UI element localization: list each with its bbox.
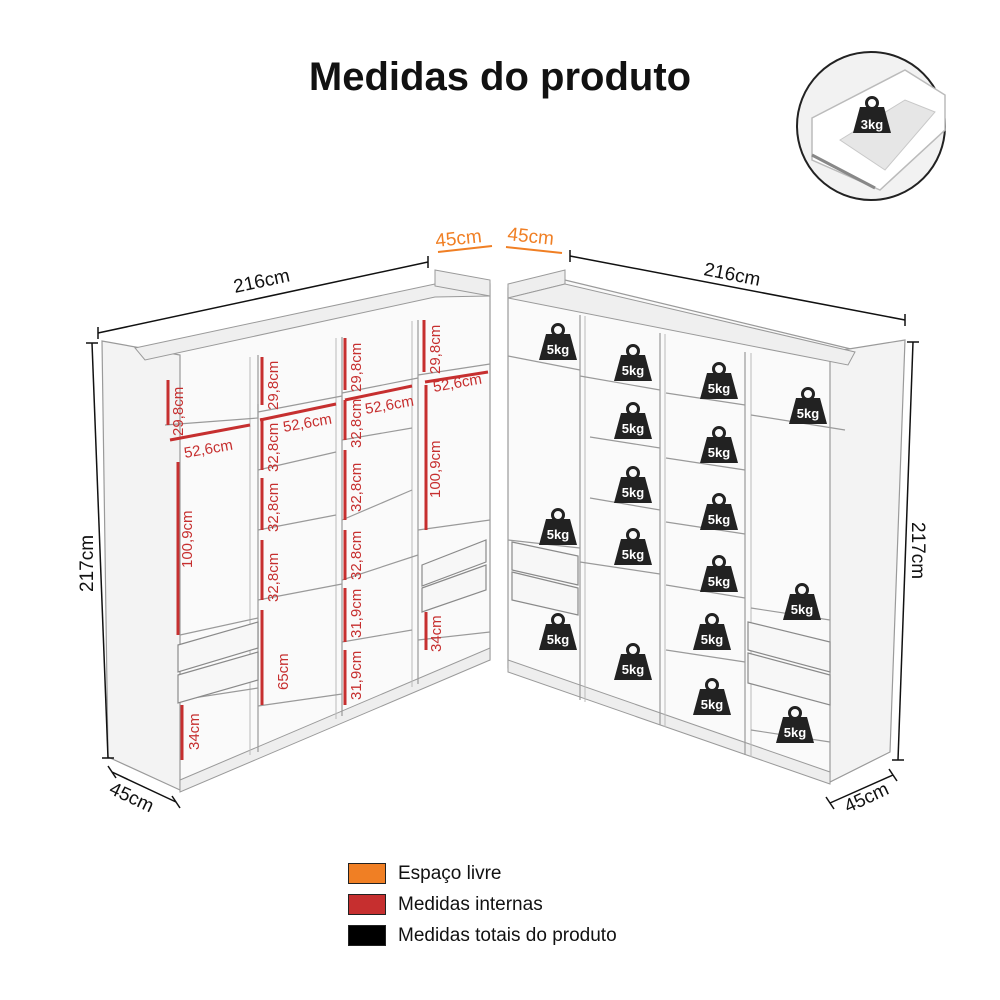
weight-label: 5kg [701, 632, 723, 647]
measure-bottom-4: 34cm [428, 615, 445, 652]
right-free-space-label: 45cm [506, 224, 554, 250]
weight-label: 5kg [622, 485, 644, 500]
weight-label: 5kg [622, 363, 644, 378]
measure-top-niche-1: 29,8cm [170, 387, 187, 436]
legend-label: Espaço livre [398, 862, 502, 884]
page-title: Medidas do produto [308, 55, 692, 99]
weight-label: 5kg [622, 421, 644, 436]
weight-label: 5kg [784, 725, 806, 740]
right-depth-label: 45cm [841, 779, 892, 818]
left-internal-lines [166, 320, 489, 760]
measure-shelf-3b: 32,8cm [348, 463, 365, 512]
weight-label: 5kg [708, 445, 730, 460]
legend-item-free-space: Espaço livre [348, 858, 617, 889]
weight-label: 5kg [701, 697, 723, 712]
weight-icon: 5kg [612, 344, 654, 383]
measure-top-niche-3: 29,8cm [348, 343, 365, 392]
weight-badges: 5kg 5kg 5kg 5kg 5kg 5kg 5kg 5kg 5kg 5kg 5kg 5kg 5kg 5… [537, 323, 829, 745]
weight-label: 5kg [708, 574, 730, 589]
drawer-inset: 3kg [796, 51, 946, 201]
legend-swatch-orange [348, 863, 386, 884]
weight-icon: 5kg [698, 426, 740, 465]
weight-label: 5kg [547, 342, 569, 357]
measure-shelf-2b: 32,8cm [265, 483, 282, 532]
weight-icon: 5kg [698, 362, 740, 401]
right-wardrobe [507, 269, 906, 785]
weight-icon: 5kg [612, 466, 654, 505]
right-total-lines [569, 250, 919, 810]
right-height-label: 217cm [907, 522, 928, 579]
weight-icon: 5kg [612, 402, 654, 441]
weight-label: 5kg [547, 527, 569, 542]
measure-top-niche-2: 29,8cm [265, 361, 282, 410]
weight-icon: 5kg [537, 323, 579, 362]
drawer-weight-label: 3kg [861, 117, 883, 132]
weight-icon: 5kg [612, 643, 654, 682]
right-width-label: 216cm [702, 259, 762, 290]
legend-label: Medidas totais do produto [398, 924, 617, 946]
weight-icon: 5kg [774, 706, 816, 745]
weight-icon: 5kg [698, 555, 740, 594]
weight-icon: 5kg [698, 493, 740, 532]
left-total-lines [86, 256, 429, 809]
measure-shelf-3e: 31,9cm [348, 651, 365, 700]
legend-swatch-red [348, 894, 386, 915]
measure-shelf-3c: 32,8cm [348, 531, 365, 580]
weight-label: 5kg [547, 632, 569, 647]
weight-icon: 5kg [537, 508, 579, 547]
measure-hanging-1: 100,9cm [179, 510, 196, 568]
left-wardrobe [101, 269, 491, 793]
right-free-space-line [505, 246, 563, 254]
measure-top-niche-4: 29,8cm [427, 325, 444, 374]
left-height-label: 217cm [77, 535, 98, 592]
weight-icon: 5kg [787, 387, 829, 426]
measure-shelf-2a: 32,8cm [265, 423, 282, 472]
weight-label: 5kg [791, 602, 813, 617]
measure-shelf-3d: 31,9cm [348, 589, 365, 638]
weight-label: 5kg [797, 406, 819, 421]
weight-icon: 5kg [781, 583, 823, 622]
measure-shelf-3a: 32,8cm [348, 399, 365, 448]
weight-label: 5kg [708, 512, 730, 527]
legend-item-total: Medidas totais do produto [348, 920, 617, 951]
legend: Espaço livre Medidas internas Medidas to… [348, 858, 617, 951]
weight-label: 5kg [622, 547, 644, 562]
legend-item-internal: Medidas internas [348, 889, 617, 920]
legend-label: Medidas internas [398, 893, 543, 915]
weight-icon: 5kg [537, 613, 579, 652]
measure-bottom-2: 65cm [275, 653, 292, 690]
measure-bottom-1: 34cm [186, 713, 203, 750]
measure-hanging-4: 100,9cm [427, 440, 444, 498]
weight-icon: 5kg [691, 613, 733, 652]
weight-icon: 5kg [691, 678, 733, 717]
left-depth-label: 45cm [106, 778, 157, 817]
left-free-space-line [437, 245, 493, 253]
left-free-space-label: 45cm [434, 226, 482, 252]
weight-label: 5kg [708, 381, 730, 396]
measure-shelf-2c: 32,8cm [265, 553, 282, 602]
weight-icon: 5kg [612, 528, 654, 567]
weight-label: 5kg [622, 662, 644, 677]
legend-swatch-black [348, 925, 386, 946]
